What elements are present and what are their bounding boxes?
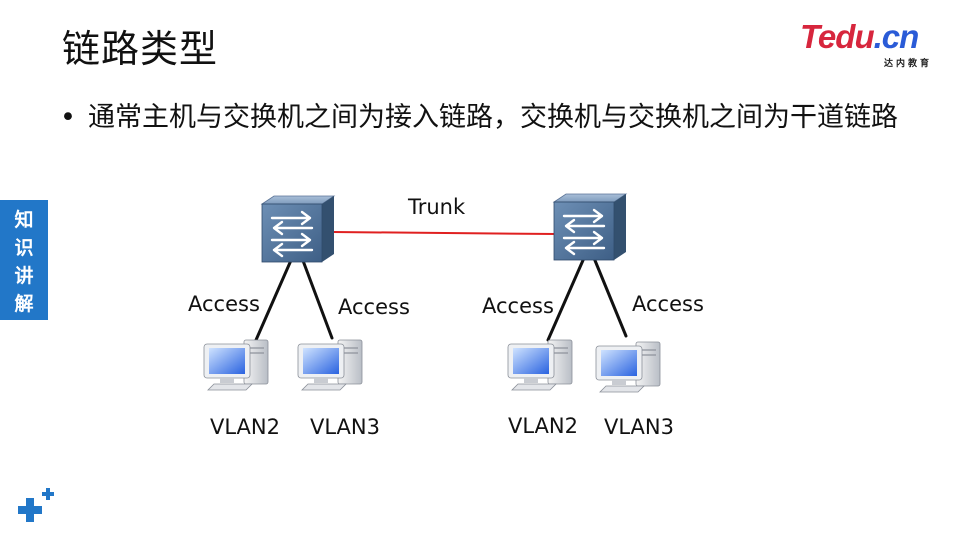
access-label: Access	[632, 292, 704, 316]
vlan-label: VLAN2	[508, 414, 578, 438]
vlan-label: VLAN3	[310, 415, 380, 439]
side-tab-knowledge: 知 识 讲 解	[0, 200, 48, 320]
vlan-label: VLAN2	[210, 415, 280, 439]
access-link	[592, 256, 628, 338]
access-link	[254, 256, 294, 342]
vlan-label: VLAN3	[604, 415, 674, 439]
page-title: 链路类型	[62, 27, 219, 71]
switch-icon	[552, 192, 628, 262]
trunk-label: Trunk	[408, 195, 466, 219]
side-tab-char: 识	[14, 237, 34, 259]
plus-decoration-icon	[18, 488, 54, 522]
side-tab-char: 知	[14, 209, 34, 231]
access-label: Access	[188, 292, 260, 316]
pc-icon	[507, 339, 573, 391]
switch-icon	[260, 194, 336, 264]
access-label: Access	[482, 294, 554, 318]
side-tab-char: 解	[14, 293, 34, 315]
pc-icon	[203, 339, 269, 391]
bullet-dot-icon: •	[60, 102, 76, 133]
bullet-text: 通常主机与交换机之间为接入链路，交换机与交换机之间为干道链路	[88, 102, 898, 133]
pc-icon	[595, 341, 661, 393]
trunk-link	[332, 231, 557, 235]
side-tab-char: 讲	[14, 265, 34, 287]
access-label: Access	[338, 295, 410, 319]
tedu-logo: Tedu.cn 达内教育	[800, 18, 940, 70]
logo-subtitle: 达内教育	[883, 59, 932, 69]
bullet-point: • 通常主机与交换机之间为接入链路，交换机与交换机之间为干道链路	[60, 92, 920, 144]
logo-wordmark: Tedu.cn	[800, 18, 919, 55]
access-link	[546, 256, 586, 342]
access-link	[300, 256, 334, 340]
pc-icon	[297, 339, 363, 391]
